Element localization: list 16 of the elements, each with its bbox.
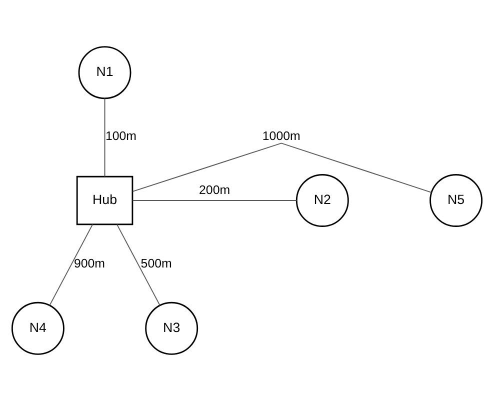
edge-label: 1000m bbox=[262, 128, 300, 143]
node-circle: N5 bbox=[430, 174, 483, 227]
node-circle: N4 bbox=[11, 302, 64, 355]
node-circle: N2 bbox=[296, 174, 349, 227]
edge-label: 100m bbox=[106, 128, 136, 143]
edge-label: 500m bbox=[140, 256, 172, 271]
node-circle: N3 bbox=[145, 302, 198, 355]
node-box: Hub bbox=[76, 176, 134, 226]
connector bbox=[132, 142, 432, 193]
connector bbox=[104, 98, 106, 177]
connector bbox=[116, 224, 160, 306]
node-circle: N1 bbox=[78, 46, 132, 100]
connector bbox=[49, 224, 93, 306]
edge-label: 900m bbox=[74, 256, 105, 271]
edge-label: 200m bbox=[199, 183, 230, 198]
connector bbox=[132, 200, 298, 201]
